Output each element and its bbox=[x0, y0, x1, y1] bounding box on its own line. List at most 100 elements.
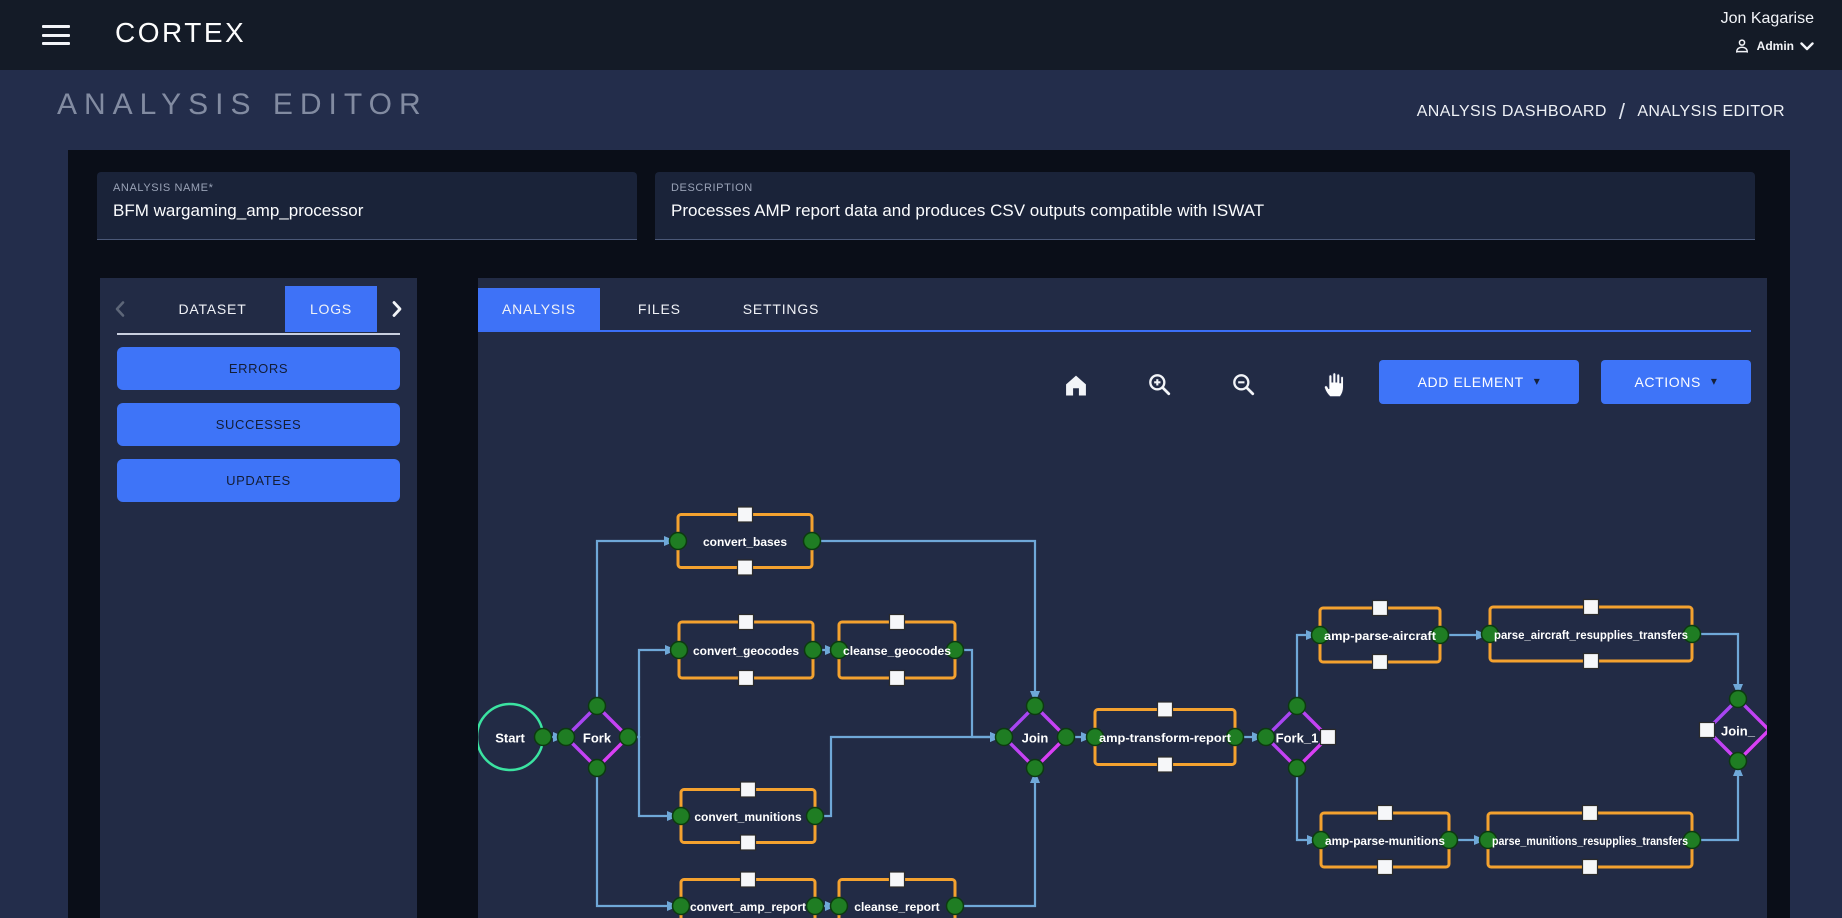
port-handle-square[interactable] bbox=[888, 871, 906, 888]
port-handle-square[interactable] bbox=[739, 781, 757, 798]
port-handle-square[interactable] bbox=[1371, 653, 1389, 671]
port-dot[interactable] bbox=[669, 640, 689, 660]
port-dot[interactable] bbox=[829, 640, 849, 660]
node-convert_bases[interactable]: convert_bases bbox=[668, 506, 822, 576]
port-handle-square[interactable] bbox=[1156, 756, 1174, 773]
sidebar-tab-logs[interactable]: LOGS bbox=[285, 286, 377, 332]
port-dot[interactable] bbox=[1430, 625, 1450, 645]
description-value[interactable]: Processes AMP report data and produces C… bbox=[671, 201, 1265, 220]
tab-settings[interactable]: SETTINGS bbox=[742, 301, 820, 317]
port-dot[interactable] bbox=[945, 640, 965, 660]
port-handle-square[interactable] bbox=[1371, 599, 1389, 617]
analysis-name-value[interactable]: BFM wargaming_amp_processor bbox=[113, 201, 364, 220]
tab-files[interactable]: FILES bbox=[637, 301, 681, 317]
port-handle-square[interactable] bbox=[1376, 858, 1394, 876]
home-icon[interactable] bbox=[1062, 371, 1090, 399]
node-fork[interactable]: Fork bbox=[556, 696, 638, 778]
node-amp_parse_aircraft[interactable]: amp-parse-aircraft bbox=[1310, 599, 1450, 671]
port-dot[interactable] bbox=[1311, 830, 1331, 850]
port-handle-square[interactable] bbox=[737, 669, 755, 687]
sidebar-tab-dataset[interactable]: DATASET bbox=[178, 301, 247, 317]
tab-analysis[interactable]: ANALYSIS bbox=[478, 288, 600, 330]
port-dot[interactable] bbox=[556, 727, 576, 747]
port-dot[interactable] bbox=[1025, 758, 1045, 778]
port-handle-square[interactable] bbox=[1319, 728, 1337, 746]
port-dot[interactable] bbox=[945, 896, 965, 916]
node-convert_geocodes[interactable]: convert_geocodes bbox=[669, 613, 823, 687]
port-dot[interactable] bbox=[1256, 727, 1276, 747]
breadcrumb-analysis-dashboard[interactable]: ANALYSIS DASHBOARD bbox=[1416, 103, 1607, 120]
zoom-out-icon[interactable] bbox=[1230, 371, 1258, 399]
port-dot[interactable] bbox=[1085, 727, 1105, 747]
add-element-button[interactable]: ADD ELEMENT ▾ bbox=[1379, 360, 1579, 404]
errors-button[interactable]: ERRORS bbox=[117, 347, 400, 390]
node-parse_aircraft_resupplies_transfers[interactable]: parse_aircraft_resupplies_transfers bbox=[1480, 598, 1702, 670]
hamburger-menu-icon[interactable] bbox=[42, 23, 70, 47]
tabs-scroll-right-icon[interactable] bbox=[377, 286, 417, 332]
port-handle-square[interactable] bbox=[736, 506, 754, 523]
port-handle-square[interactable] bbox=[1582, 652, 1600, 670]
port-dot[interactable] bbox=[1480, 624, 1500, 644]
actions-button[interactable]: ACTIONS ▾ bbox=[1601, 360, 1751, 404]
port-handle-square[interactable] bbox=[1581, 858, 1599, 876]
port-dot[interactable] bbox=[805, 896, 825, 916]
updates-button[interactable]: UPDATES bbox=[117, 459, 400, 502]
port-dot[interactable] bbox=[1225, 727, 1245, 747]
port-dot[interactable] bbox=[829, 896, 849, 916]
port-handle-square[interactable] bbox=[888, 669, 906, 687]
port-dot[interactable] bbox=[1478, 830, 1498, 850]
node-convert_munitions[interactable]: convert_munitions bbox=[671, 781, 825, 851]
port-dot[interactable] bbox=[805, 806, 825, 826]
port-dot[interactable] bbox=[803, 640, 823, 660]
port-handle-square[interactable] bbox=[1156, 701, 1174, 718]
node-join_2[interactable]: Join_ bbox=[1698, 689, 1768, 771]
brand-logo[interactable]: CORTEX bbox=[115, 17, 247, 48]
port-handle-square[interactable] bbox=[1581, 804, 1599, 822]
port-dot[interactable] bbox=[1728, 751, 1748, 771]
node-amp_transform_report[interactable]: amp-transform-report bbox=[1085, 701, 1245, 773]
tabs-scroll-left-icon[interactable] bbox=[100, 286, 140, 332]
port-dot[interactable] bbox=[1682, 830, 1702, 850]
port-dot[interactable] bbox=[533, 727, 553, 747]
port-dot[interactable] bbox=[802, 531, 822, 551]
port-dot[interactable] bbox=[1025, 696, 1045, 716]
port-handle-square[interactable] bbox=[739, 834, 757, 851]
port-dot[interactable] bbox=[1439, 830, 1459, 850]
port-dot[interactable] bbox=[994, 727, 1014, 747]
analysis-name-field[interactable]: ANALYSIS NAME* BFM wargaming_amp_process… bbox=[97, 172, 637, 240]
successes-button[interactable]: SUCCESSES bbox=[117, 403, 400, 446]
node-cleanse_report[interactable]: cleanse_report bbox=[829, 871, 965, 918]
port-handle-square[interactable] bbox=[1582, 598, 1600, 616]
port-dot[interactable] bbox=[1056, 727, 1076, 747]
node-start[interactable]: Start bbox=[478, 702, 553, 772]
node-fork_1[interactable]: Fork_1 bbox=[1256, 696, 1337, 778]
port-dot[interactable] bbox=[671, 896, 691, 916]
port-handle-square[interactable] bbox=[736, 559, 754, 576]
port-dot[interactable] bbox=[1682, 624, 1702, 644]
port-dot[interactable] bbox=[671, 806, 691, 826]
port-handle-square[interactable] bbox=[888, 613, 906, 631]
description-field[interactable]: DESCRIPTION Processes AMP report data an… bbox=[655, 172, 1755, 240]
port-dot[interactable] bbox=[587, 696, 607, 716]
node-convert_amp_report[interactable]: convert_amp_report bbox=[671, 871, 825, 918]
port-dot[interactable] bbox=[668, 531, 688, 551]
port-handle-square[interactable] bbox=[739, 871, 757, 888]
node-amp_parse_munitions[interactable]: amp-parse-munitions bbox=[1311, 804, 1459, 876]
port-dot[interactable] bbox=[1287, 696, 1307, 716]
port-dot[interactable] bbox=[587, 758, 607, 778]
node-join[interactable]: Join bbox=[994, 696, 1076, 778]
port-dot[interactable] bbox=[1728, 689, 1748, 709]
pan-hand-icon[interactable] bbox=[1319, 368, 1351, 400]
port-handle-square[interactable] bbox=[1376, 804, 1394, 822]
port-dot[interactable] bbox=[1287, 758, 1307, 778]
port-dot[interactable] bbox=[1310, 625, 1330, 645]
port-handle-square[interactable] bbox=[737, 613, 755, 631]
user-role-menu[interactable]: Admin bbox=[1733, 37, 1814, 55]
zoom-in-icon[interactable] bbox=[1146, 371, 1174, 399]
port-dot[interactable] bbox=[618, 727, 638, 747]
node-cleanse_geocodes[interactable]: cleanse_geocodes bbox=[829, 613, 965, 687]
port-handle-square[interactable] bbox=[1698, 721, 1716, 739]
node-parse_munitions_resupplies_transfers[interactable]: parse_munitions_resupplies_transfers bbox=[1478, 804, 1702, 876]
